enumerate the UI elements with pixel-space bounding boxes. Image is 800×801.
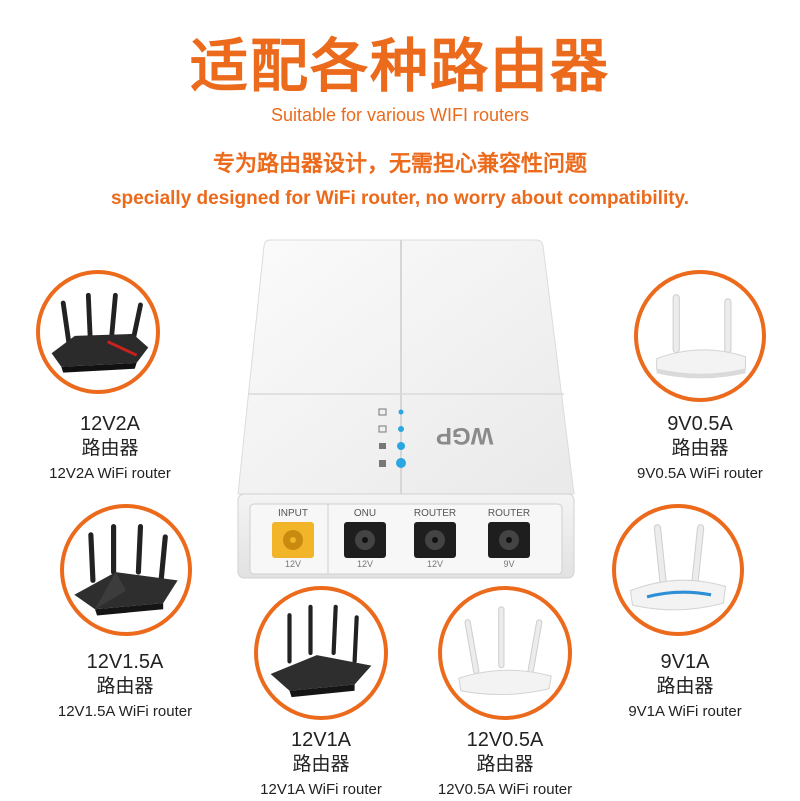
title-chinese: 适配各种路由器 [189, 32, 610, 100]
router-circle-12v2a [36, 270, 160, 394]
port-input: INPUT 12V [264, 508, 322, 570]
router-label-9v1a: 9V1A 路由器 9V1A WiFi router [590, 650, 780, 723]
port-voltage: 12V [356, 559, 373, 569]
router-name-cn: 路由器 [292, 753, 350, 775]
router-name-en: 12V1A WiFi router [260, 781, 382, 798]
black-router-icon [270, 604, 372, 698]
router-circle-9v05a [634, 270, 766, 402]
router-spec: 9V1A [660, 651, 710, 673]
port-voltage: 9V [503, 559, 515, 569]
port-label: ROUTER [487, 508, 531, 519]
port-voltage: 12V [284, 559, 301, 569]
black-router-icon [74, 524, 178, 616]
router-spec: 12V1.5A [86, 651, 164, 673]
router-label-12v1a: 12V1A 路由器 12V1A WiFi router [226, 728, 416, 801]
black-gaming-router-icon [51, 292, 149, 373]
port-router-9v: ROUTER 9V [480, 508, 538, 570]
title-english: Suitable for various WIFI routers [270, 105, 530, 125]
router-spec: 12V2A [79, 413, 141, 435]
dc-jack-router [488, 522, 530, 558]
subtitle-chinese: 专为路由器设计，无需担心兼容性问题 [212, 152, 587, 177]
white-router-icon [656, 294, 746, 379]
port-onu: ONU 12V [336, 508, 394, 570]
router-name-en: 12V2A WiFi router [49, 465, 171, 482]
router-name-cn: 路由器 [476, 753, 534, 775]
router-name-cn: 路由器 [81, 437, 139, 459]
white-router-icon [629, 524, 727, 611]
router-circle-12v1a [254, 586, 388, 720]
router-name-en: 9V0.5A WiFi router [637, 465, 763, 482]
port-label: INPUT [278, 508, 308, 519]
port-label: ROUTER [413, 508, 457, 519]
router-circle-9v1a [612, 504, 744, 636]
router-circle-12v15a [60, 504, 192, 636]
router-label-12v15a: 12V1.5A 路由器 12V1.5A WiFi router [30, 650, 220, 723]
router-label-12v2a: 12V2A 路由器 12V2A WiFi router [20, 412, 200, 485]
port-router-12v: ROUTER 12V [406, 508, 464, 570]
router-label-9v05a: 9V0.5A 路由器 9V0.5A WiFi router [606, 412, 794, 485]
router-spec: 12V1A [290, 729, 352, 751]
mini-ups-device: WGP INPUT 12V ONU 12V ROUTER 12V ROUTER … [236, 236, 576, 581]
dc-jack-onu [344, 522, 386, 558]
subtitle-english: specially designed for WiFi router, no w… [110, 188, 689, 209]
port-label: ONU [353, 508, 377, 519]
router-spec: 9V0.5A [667, 413, 733, 435]
dc-jack-input [272, 522, 314, 558]
dc-jack-router [414, 522, 456, 558]
white-router-icon [458, 606, 552, 696]
router-name-cn: 路由器 [656, 675, 714, 697]
router-name-en: 12V0.5A WiFi router [437, 781, 573, 798]
router-name-cn: 路由器 [96, 675, 154, 697]
router-circle-12v05a [438, 586, 572, 720]
router-spec: 12V0.5A [466, 729, 544, 751]
port-voltage: 12V [426, 559, 443, 569]
router-name-en: 12V1.5A WiFi router [57, 703, 193, 720]
device-logo: WGP [436, 422, 494, 449]
router-label-12v05a: 12V0.5A 路由器 12V0.5A WiFi router [410, 728, 600, 801]
router-name-en: 9V1A WiFi router [628, 703, 742, 720]
router-name-cn: 路由器 [671, 437, 729, 459]
